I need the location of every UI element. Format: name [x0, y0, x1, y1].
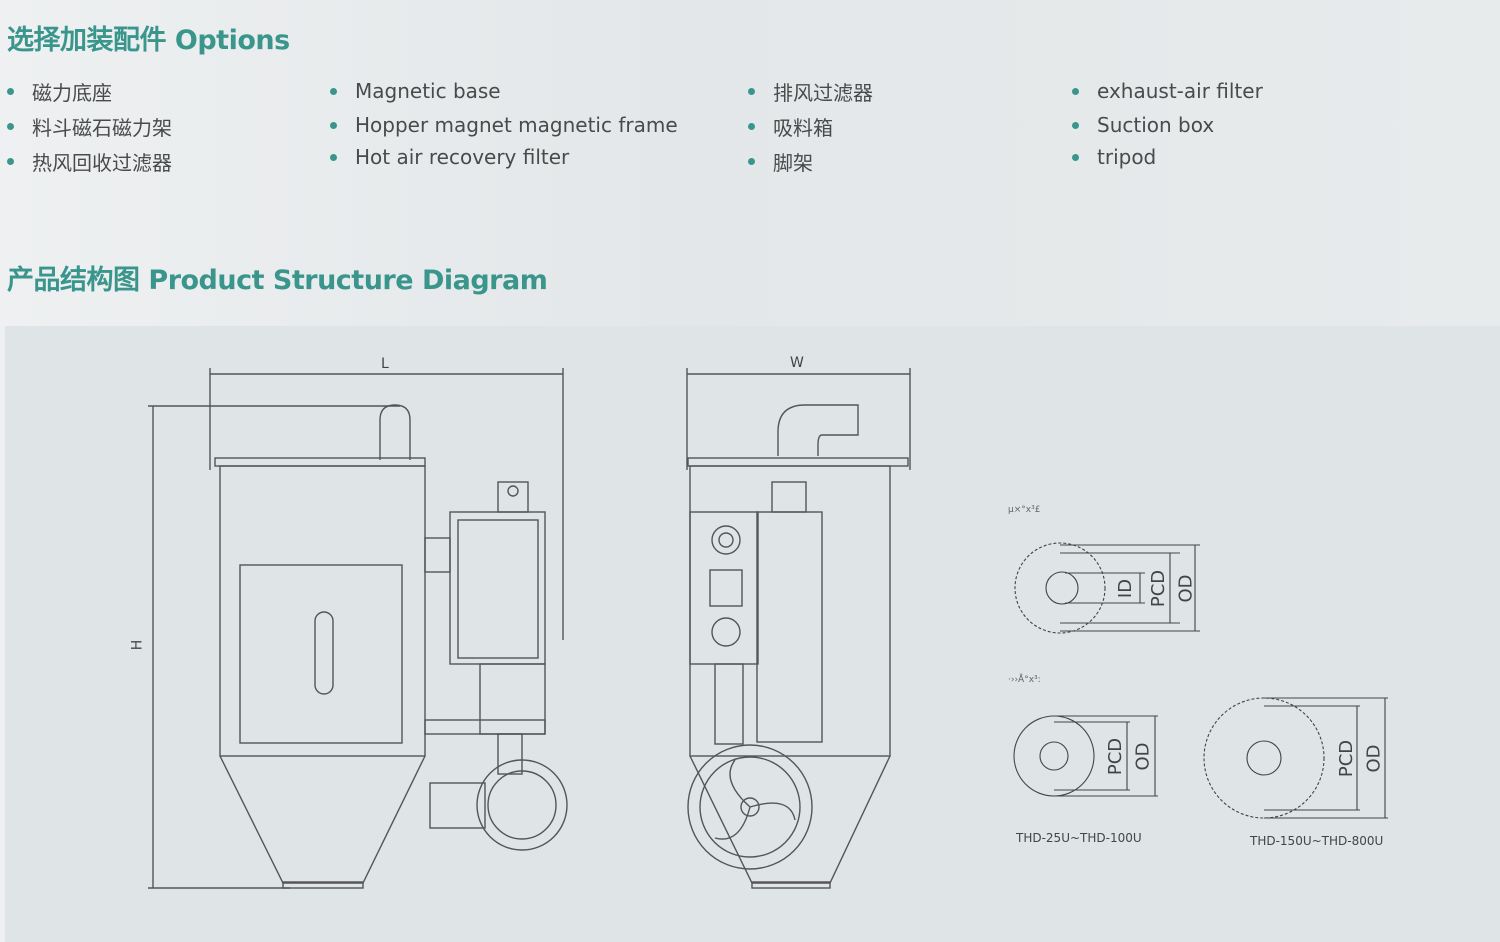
options-column-3: 排风过滤器 吸料箱 脚架: [748, 74, 873, 179]
bullet-icon: [748, 88, 755, 95]
list-item: Hot air recovery filter: [330, 142, 678, 172]
diagram-panel: [5, 326, 1500, 942]
list-item: Magnetic base: [330, 74, 678, 108]
bullet-icon: [1072, 121, 1079, 129]
options-column-1: 磁力底座 料斗磁石磁力架 热风回收过滤器: [7, 74, 172, 179]
flange-top-label: µ×°x³£: [1008, 505, 1041, 515]
option-label: Suction box: [1097, 113, 1215, 137]
option-label: Hopper magnet magnetic frame: [355, 113, 678, 137]
bullet-icon: [748, 123, 755, 130]
options-column-4: exhaust-air filter Suction box tripod: [1072, 74, 1263, 172]
od-label-small: OD: [1132, 742, 1154, 771]
bullet-icon: [1072, 153, 1079, 161]
options-title: 选择加装配件 Options: [7, 25, 290, 56]
front-view-drawing: [148, 368, 568, 889]
od-label: OD: [1175, 574, 1197, 603]
bullet-icon: [330, 153, 337, 161]
list-item: 脚架: [748, 144, 873, 179]
option-label: exhaust-air filter: [1097, 79, 1263, 103]
dimension-length-label: L: [381, 356, 389, 372]
side-view-drawing: [686, 368, 911, 889]
option-label: tripod: [1097, 145, 1157, 169]
bullet-icon: [330, 87, 337, 95]
option-label: Hot air recovery filter: [355, 145, 570, 169]
option-label: 吸料箱: [773, 116, 833, 140]
list-item: 磁力底座: [7, 74, 172, 109]
id-label: ID: [1115, 578, 1137, 599]
bullet-icon: [7, 123, 14, 130]
dimension-height-label: H: [129, 639, 146, 651]
bullet-icon: [330, 121, 337, 129]
list-item: Suction box: [1072, 108, 1263, 142]
list-item: 吸料箱: [748, 109, 873, 144]
structure-title: 产品结构图 Product Structure Diagram: [7, 265, 548, 296]
options-column-2: Magnetic base Hopper magnet magnetic fra…: [330, 74, 678, 172]
model-range-large: THD-150U~THD-800U: [1250, 834, 1384, 848]
model-range-small: THD-25U~THD-100U: [1016, 831, 1142, 845]
bullet-icon: [7, 158, 14, 165]
list-item: 热风回收过滤器: [7, 144, 172, 179]
option-label: 热风回收过滤器: [32, 151, 172, 175]
pcd-label: PCD: [1148, 569, 1170, 608]
flange-bottom-label: ·››Å°x³:: [1008, 675, 1041, 685]
bullet-icon: [748, 158, 755, 165]
option-label: 脚架: [773, 151, 813, 175]
flange-drawings: [1013, 542, 1388, 819]
list-item: tripod: [1072, 142, 1263, 172]
list-item: 料斗磁石磁力架: [7, 109, 172, 144]
option-label: Magnetic base: [355, 79, 501, 103]
pcd-label-large: PCD: [1336, 739, 1358, 778]
list-item: Hopper magnet magnetic frame: [330, 108, 678, 142]
option-label: 料斗磁石磁力架: [32, 116, 172, 140]
list-item: 排风过滤器: [748, 74, 873, 109]
od-label-large: OD: [1363, 744, 1385, 773]
dimension-width-label: W: [790, 355, 804, 371]
pcd-label-small: PCD: [1105, 737, 1127, 776]
option-label: 磁力底座: [32, 81, 112, 105]
bullet-icon: [7, 88, 14, 95]
option-label: 排风过滤器: [773, 81, 873, 105]
list-item: exhaust-air filter: [1072, 74, 1263, 108]
bullet-icon: [1072, 87, 1079, 95]
